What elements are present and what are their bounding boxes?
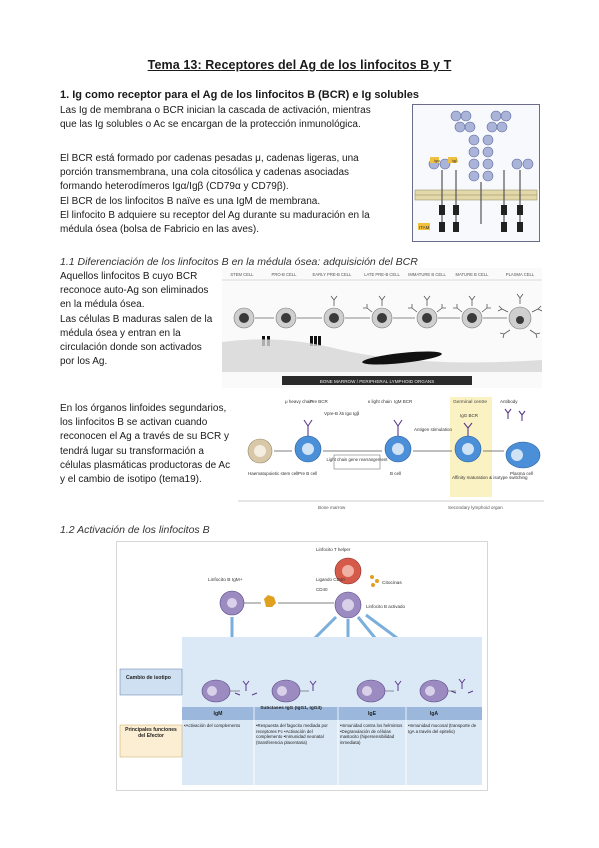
secondary-organ-label: Secondary lymphoid organ (448, 505, 503, 510)
cytokines-label: Citocinas (382, 580, 402, 586)
light-chain-gene-label: Light chain gene rearrangement (327, 457, 389, 462)
stage-label-early-pre-b: EARLY PRE-B CELL (313, 272, 353, 277)
stage-label-mature-b: MATURE B CELL (456, 272, 490, 277)
ig-beta-label: Igβ (452, 158, 458, 163)
function-ige: •Inmunidad contra los helmintos •Degranu… (340, 723, 403, 745)
text-line: Las células B maduras salen de la (60, 313, 213, 325)
text-line: El BCR de los linfocitos B naïve es una … (60, 195, 321, 207)
text-line: y el cambio de isotipo (tema19). (60, 474, 202, 486)
section-1-1-heading: 1.1 Diferenciación de los linfocitos B e… (60, 256, 418, 268)
cd40l-label: Ligando CD40 (316, 577, 345, 582)
pre-b-cell-label: Pre B cell (298, 471, 317, 476)
section-1-1-paragraph: Aquellos linfocitos B cuyo BCR reconoce … (60, 270, 225, 369)
igg-bcr-label: IgG BCR (460, 413, 479, 418)
stage-label-pro-b: PRO-B CELL (272, 272, 298, 277)
vpre-b-label: Vpre-B λ5 Igα Igβ (324, 411, 360, 416)
bcr-structure-figure: Igα Igβ ITAM (412, 104, 540, 242)
germinal-centre-label: Germinal centre (453, 399, 487, 405)
b-cell-activation-figure: Linfocito T helper Ligando CD40 CD40 Cit… (116, 541, 488, 791)
text-line: Las Ig de membrana o BCR inician la casc… (60, 105, 371, 116)
isotype-switch-label: Cambio de isotipo (126, 675, 171, 681)
hsc-label: Haematopoietic stem cell (248, 471, 298, 476)
section-1-heading: 1. Ig como receptor para el Ag de los li… (60, 89, 419, 101)
stage-label-late-pre-b: LATE PRE-B CELL (364, 272, 400, 277)
text-line: células plasmáticas productoras de Ac (60, 459, 231, 471)
bone-marrow-differentiation-figure: STEM CELL PRO-B CELL EARLY PRE-B CELL LA… (222, 268, 543, 388)
text-line: médula ósea (bolsa de Fabricio en las av… (60, 224, 259, 236)
text-line: reconoce auto-Ag son eliminados (60, 285, 209, 297)
mu-heavy-label: μ heavy chain (285, 399, 313, 404)
col-iga: IgA (430, 711, 439, 717)
text-line: Aquellos linfocitos B cuyo BCR (60, 271, 198, 282)
plasma-cell-label: Plasma cell (510, 471, 533, 476)
kappa-light-label: κ light chain (368, 399, 392, 404)
text-line: reconocen el Ag a través de su BCR y (60, 431, 229, 443)
bone-marrow-label: BONE MARROW / PERIPHERAL LYMPHOID ORGANS (320, 379, 435, 384)
b-cell-maturation-figure: Germinal centre μ heavy chain Pre BCR Vp… (238, 393, 544, 511)
text-line: los linfocitos B se activan cuando (60, 417, 208, 429)
page-title: Tema 13: Receptores del Ag de los linfoc… (147, 58, 452, 72)
text-line: porción transmembrana, una cola citosóli… (60, 167, 350, 179)
text-line: por los Ag. (60, 356, 108, 368)
helper-t-label: Linfocito T helper (316, 547, 351, 552)
text-line: tendrá lugar su transformación a (60, 445, 204, 457)
text-line: formando heterodímeros Igα/Igβ (CD79α y … (60, 181, 289, 193)
text-line: En los órganos linfoides segundarios, (60, 403, 227, 414)
section-1-1-paragraph-2: En los órganos linfoides segundarios, lo… (60, 402, 240, 487)
col-ige: IgE (368, 711, 377, 717)
text-line: El BCR está formado por cadenas pesadas … (60, 153, 359, 164)
igm-bcr-label: IgM BCR (394, 399, 413, 404)
section-1-paragraph-1: Las Ig de membrana o BCR inician la casc… (60, 104, 410, 132)
text-line: que las Ig solubles o Ac se encargan de … (60, 119, 361, 131)
stage-label-plasma: PLASMA CELL (506, 272, 535, 277)
section-1-paragraph-2: El BCR está formado por cadenas pesadas … (60, 152, 410, 237)
b-cell-igm-label: Linfocito B IgM+ (208, 577, 243, 583)
function-igm: •Activación del complemento (184, 723, 241, 728)
text-line: El linfocito B adquiere su receptor del … (60, 209, 370, 221)
text-line: médula ósea y entran en la (60, 327, 181, 339)
text-line: en la médula ósea. (60, 299, 145, 311)
cd40-label: CD40 (316, 587, 328, 592)
col-igg: Subclases IgG (IgG1, IgG3) (260, 706, 322, 711)
effector-functions-header: Principales funciones del Efector (125, 727, 177, 740)
section-1-2-heading: 1.2 Activación de los linfocitos B (60, 524, 210, 536)
stage-label-stem: STEM CELL (230, 272, 254, 277)
col-igm: IgM (214, 711, 223, 717)
ig-alpha-label: Igα (434, 158, 440, 163)
stage-label-immature-b: IMMATURE B CELL (408, 272, 446, 277)
b-cell-label: B cell (390, 471, 401, 476)
antibody-label: Antibody (500, 399, 518, 404)
antigen-stim-label: Antigen stimulation (414, 427, 453, 432)
affinity-label: Affinity maturation & isotype switching (452, 475, 528, 480)
activated-b-label: Linfocito B activado (366, 604, 406, 609)
itam-label: ITAM (419, 225, 430, 230)
pre-bcr-label: Pre BCR (310, 399, 329, 404)
function-iga: •Inmunidad mucosal (transporte de IgA a … (408, 723, 477, 734)
bone-marrow-region-label: Bone marrow (318, 505, 346, 510)
function-igg: •Respuesta del fagocito mediada por rece… (256, 723, 328, 745)
text-line: circulación donde son activados (60, 342, 202, 354)
